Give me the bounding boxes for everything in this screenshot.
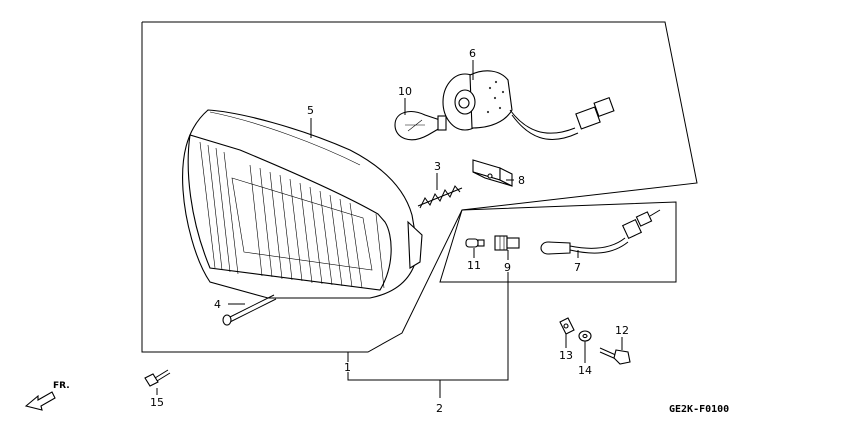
headlight-socket	[442, 70, 615, 140]
callout-6: 6	[469, 47, 476, 60]
callout-12: 12	[615, 324, 629, 337]
callout-11: 11	[467, 259, 481, 272]
callout-9: 9	[504, 261, 511, 274]
position-socket	[494, 235, 520, 251]
mounting-bracket	[472, 159, 513, 187]
callout-8: 8	[518, 174, 525, 187]
headlight-bulb	[394, 111, 447, 141]
callout-10: 10	[398, 85, 412, 98]
callout-4: 4	[214, 298, 221, 311]
front-direction-label: FR.	[53, 381, 70, 391]
callout-3: 3	[434, 160, 441, 173]
headlight-unit	[182, 109, 423, 299]
assembly-2-frame	[439, 201, 677, 283]
callout-14: 14	[578, 364, 592, 377]
assembly-1-frame	[141, 21, 698, 353]
leader-lines	[156, 60, 623, 398]
position-bulb	[465, 238, 485, 248]
clip	[559, 317, 575, 335]
callout-13: 13	[559, 349, 573, 362]
callout-2: 2	[436, 402, 443, 415]
callout-1: 1	[344, 361, 351, 374]
callout-7: 7	[574, 261, 581, 274]
callout-15: 15	[150, 396, 164, 409]
callout-5: 5	[307, 104, 314, 117]
washer	[578, 330, 592, 342]
adjusting-spring	[417, 185, 463, 209]
diagram-code: GE2K-F0100	[669, 404, 729, 415]
front-direction-arrow: FR.	[24, 381, 70, 411]
flange-bolt	[599, 347, 631, 365]
position-cord	[540, 209, 661, 255]
small-bolt	[144, 369, 171, 387]
adjusting-screw	[222, 294, 277, 326]
